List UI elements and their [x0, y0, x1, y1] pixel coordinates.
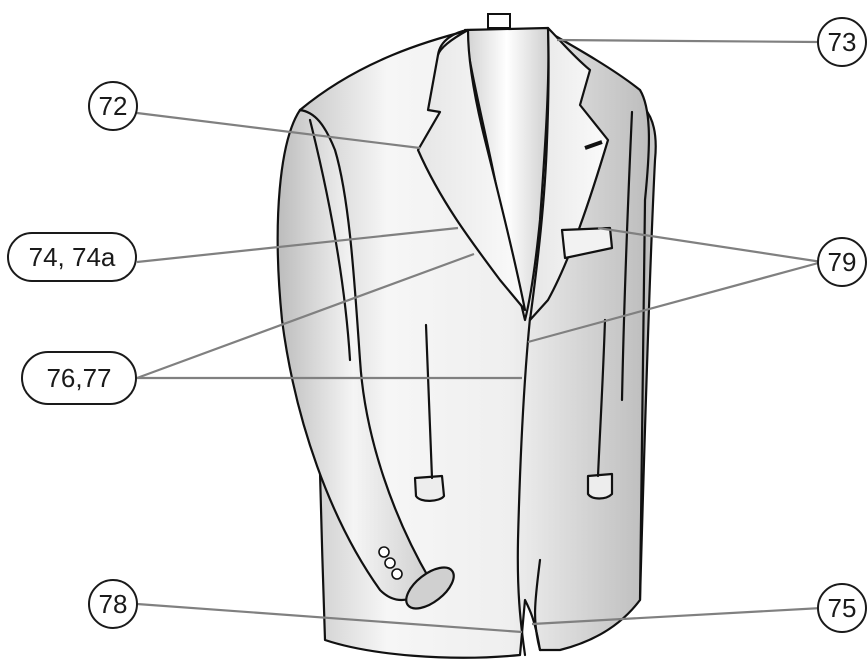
callout-72: 72 — [89, 82, 137, 130]
leader-73 — [557, 40, 818, 42]
callout-78-text: 78 — [99, 589, 128, 619]
callout-75: 75 — [818, 584, 866, 632]
callout-78: 78 — [89, 580, 137, 628]
callout-76-text: 76,77 — [46, 363, 111, 393]
left-flap-pocket — [415, 476, 444, 501]
callout-79-text: 79 — [828, 247, 857, 277]
callout-79: 79 — [818, 238, 866, 286]
callout-74-text: 74, 74a — [29, 242, 116, 272]
jacket-illustration — [278, 14, 656, 658]
callout-74: 74, 74a — [8, 233, 136, 281]
collar-tab — [488, 14, 510, 28]
callout-73: 73 — [818, 18, 866, 66]
right-flap-pocket — [588, 474, 612, 499]
callout-75-text: 75 — [828, 593, 857, 623]
callout-76: 76,77 — [22, 352, 136, 404]
callout-73-text: 73 — [828, 27, 857, 57]
callout-72-text: 72 — [99, 91, 128, 121]
